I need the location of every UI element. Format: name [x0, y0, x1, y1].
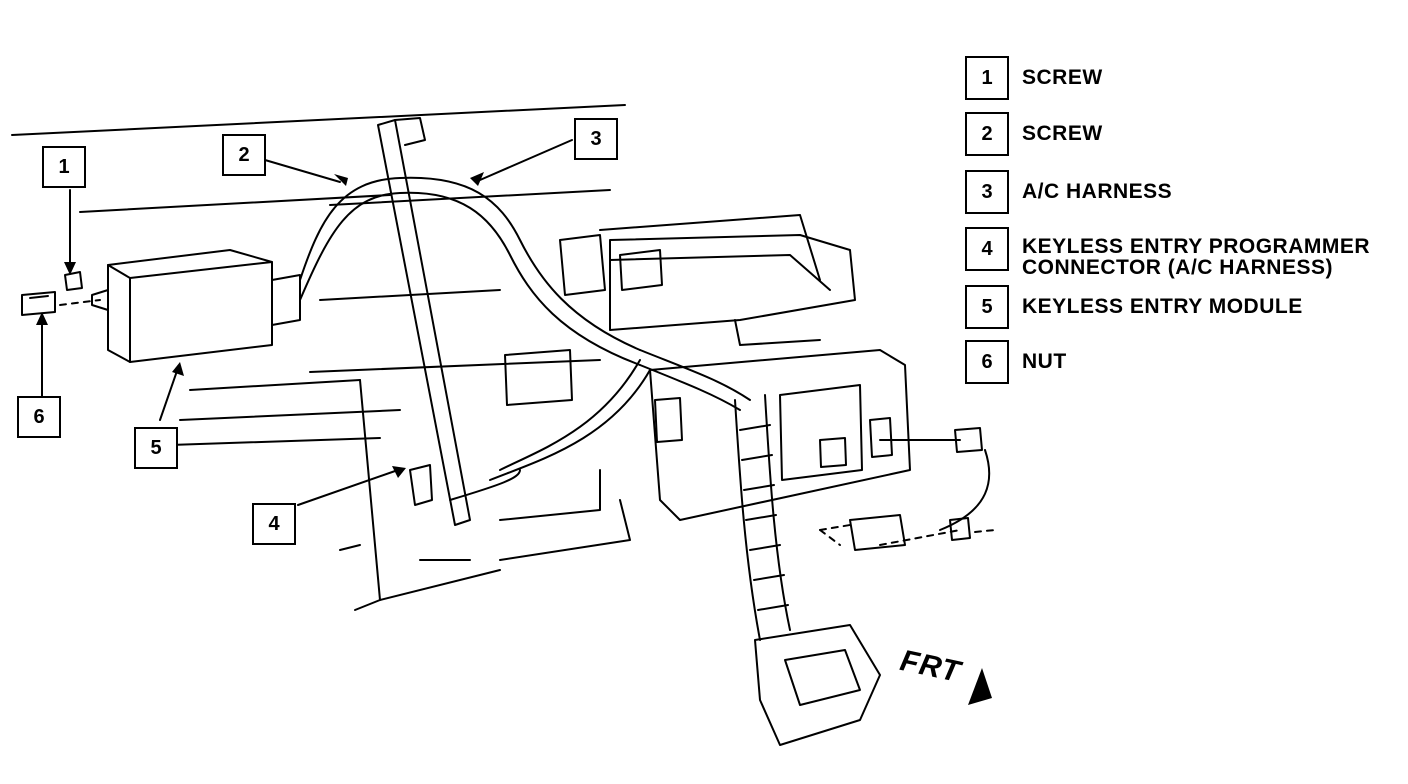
callout-3: 3	[574, 118, 618, 160]
legend-number-1: 1	[965, 56, 1009, 100]
legend-num-text: 5	[981, 295, 993, 318]
legend-num-text: 4	[981, 237, 993, 260]
legend-number-4: 4	[965, 227, 1009, 271]
callout-1: 1	[42, 146, 86, 188]
callout-6-number: 6	[33, 405, 45, 428]
legend-label-3: A/C HARNESS	[1022, 180, 1173, 203]
callout-2-number: 2	[238, 143, 250, 166]
legend-num-text: 6	[981, 350, 993, 373]
callout-4-number: 4	[268, 512, 280, 535]
legend-num-text: 1	[981, 66, 993, 89]
legend-label-4-line2: CONNECTOR (A/C HARNESS)	[1022, 256, 1333, 279]
callout-3-number: 3	[590, 127, 602, 150]
legend-number-3: 3	[965, 170, 1009, 214]
legend-number-2: 2	[965, 112, 1009, 156]
callout-1-number: 1	[58, 155, 70, 178]
callout-4: 4	[252, 503, 296, 545]
callout-5-number: 5	[150, 436, 162, 459]
callout-6: 6	[17, 396, 61, 438]
legend-number-5: 5	[965, 285, 1009, 329]
legend-num-text: 3	[981, 180, 993, 203]
legend-label-2: SCREW	[1022, 122, 1103, 145]
legend-num-text: 2	[981, 122, 993, 145]
legend-number-6: 6	[965, 340, 1009, 384]
callout-2: 2	[222, 134, 266, 176]
callout-5: 5	[134, 427, 178, 469]
legend-label-5: KEYLESS ENTRY MODULE	[1022, 295, 1303, 318]
legend-label-4-line1: KEYLESS ENTRY PROGRAMMER	[1022, 235, 1371, 258]
legend-label-1: SCREW	[1022, 66, 1103, 89]
legend-label-6: NUT	[1022, 350, 1067, 373]
